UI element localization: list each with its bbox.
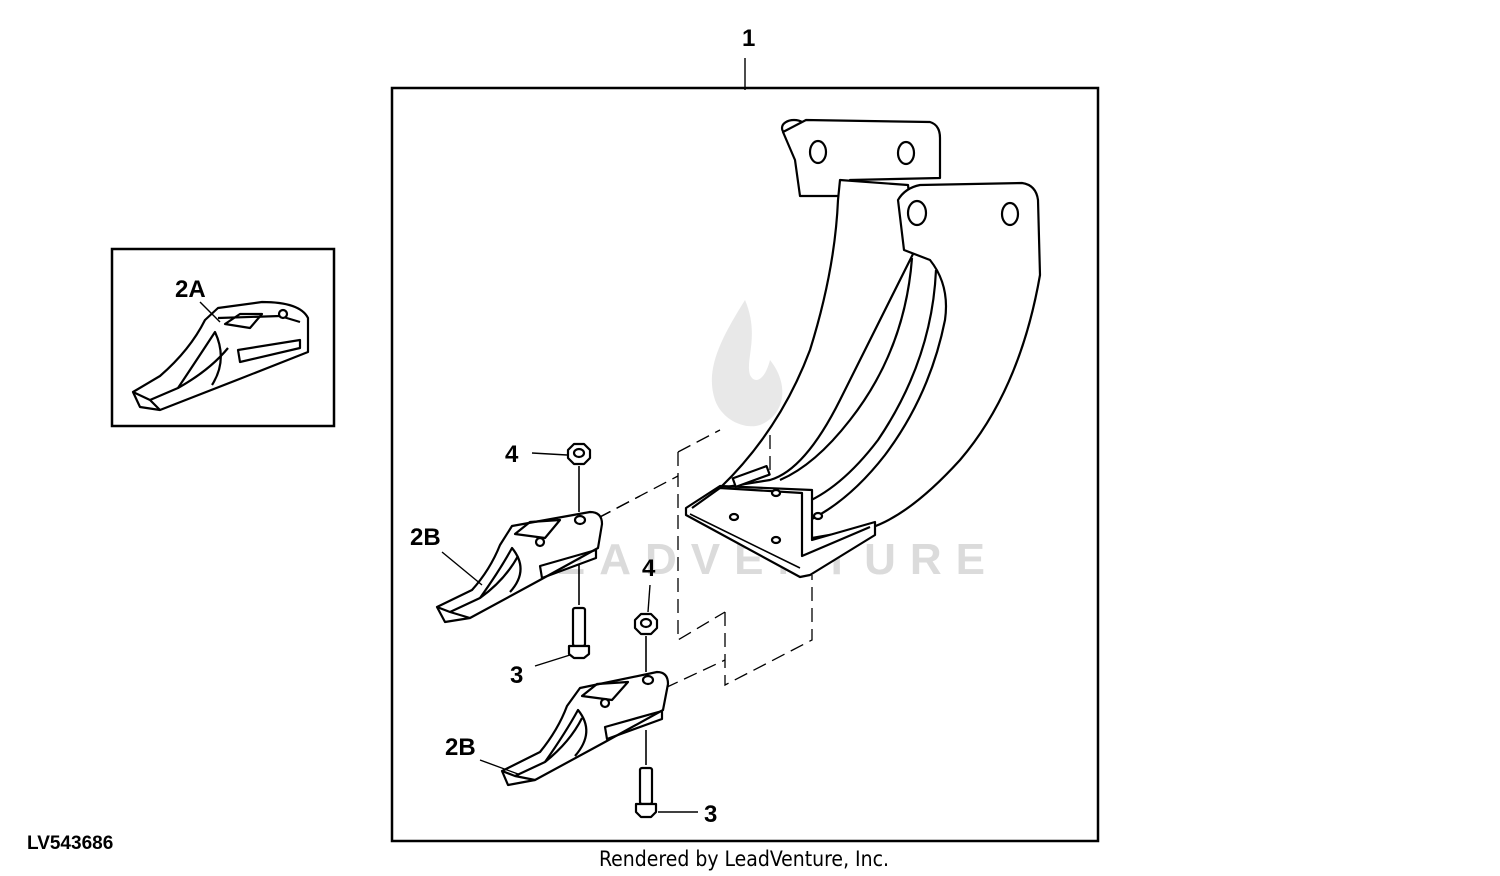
- callout-2b-bottom-leader: [479, 759, 519, 775]
- tooth-2b-top-pin-hole: [573, 514, 587, 526]
- nut-top: [566, 442, 592, 466]
- bolt-bottom: [634, 730, 658, 819]
- bolt-top: [567, 565, 591, 660]
- shank-adapter-edge: [689, 513, 801, 569]
- callout-2b-top-leader: [441, 551, 483, 586]
- callout-3-top-leader: [534, 654, 571, 667]
- tooth-2a-concave: [177, 330, 222, 389]
- callout-4-bottom-label: 4: [642, 555, 656, 582]
- callout-3-top-label: 3: [510, 662, 523, 689]
- assembly-dashed-lines: [597, 429, 813, 689]
- tooth-2b-top-concave: [479, 546, 522, 599]
- ripper-shank: [684, 118, 1042, 579]
- shank-inner-curve: [779, 257, 914, 482]
- shank-back-hole-right: [896, 140, 916, 166]
- callout-2b-bottom-label: 2B: [445, 734, 476, 761]
- callout-1-label: 1: [742, 25, 755, 52]
- tooth-2a-slot: [236, 338, 302, 364]
- tooth-2b-bottom-body: [500, 670, 670, 787]
- shank-adapter-hole-2: [728, 512, 740, 522]
- shank-adapter-base: [684, 484, 877, 579]
- shank-adapter-hole-1: [770, 488, 782, 498]
- shank-front-hole-right: [1000, 201, 1020, 227]
- image-code: LV543686: [27, 833, 113, 854]
- tooth-2b-bottom-concave: [544, 708, 588, 763]
- callout-2b-top-label: 2B: [410, 524, 441, 551]
- callout-4-top-label: 4: [505, 441, 519, 468]
- shank-inner-curve-2: [799, 269, 938, 507]
- shank-front-plate: [808, 181, 1042, 540]
- tooth-2b-top: [435, 510, 604, 624]
- tooth-2b-top-slot: [538, 548, 598, 580]
- shank-front-hole-left: [906, 199, 928, 227]
- callout-2a-leader: [199, 301, 221, 323]
- tooth-2b-bottom-slot: [603, 709, 664, 741]
- shank-back-hole-left: [808, 139, 828, 165]
- shank-adapter-key: [731, 464, 771, 488]
- shank-adapter-top: [691, 486, 871, 558]
- tooth-2b-top-pocket: [513, 518, 562, 540]
- callout-3-bottom-label: 3: [704, 801, 717, 828]
- tooth-2a-pocket: [223, 312, 264, 330]
- callout-4-top-leader: [531, 452, 568, 456]
- watermark-flame-icon: [711, 300, 783, 427]
- tooth-2b-bottom-pin-hole: [641, 674, 655, 686]
- tooth-2b-bottom-hole: [599, 697, 611, 709]
- callout-2a-label: 2A: [175, 276, 206, 303]
- shank-adapter-hole-4: [770, 535, 782, 545]
- callout-4-bottom-leader: [647, 584, 651, 613]
- tooth-2b-bottom-pocket: [580, 680, 630, 702]
- tooth-2a-hole: [277, 308, 289, 320]
- tooth-2b-top-hole: [534, 536, 546, 548]
- tooth-2b-bottom: [500, 670, 670, 787]
- footer-credit: Rendered by LeadVenture, Inc.: [599, 847, 889, 871]
- tooth-2a: [131, 300, 310, 412]
- nut-bottom: [633, 612, 659, 636]
- inset-frame: [110, 247, 336, 428]
- shank-adapter-hole-3: [812, 511, 824, 521]
